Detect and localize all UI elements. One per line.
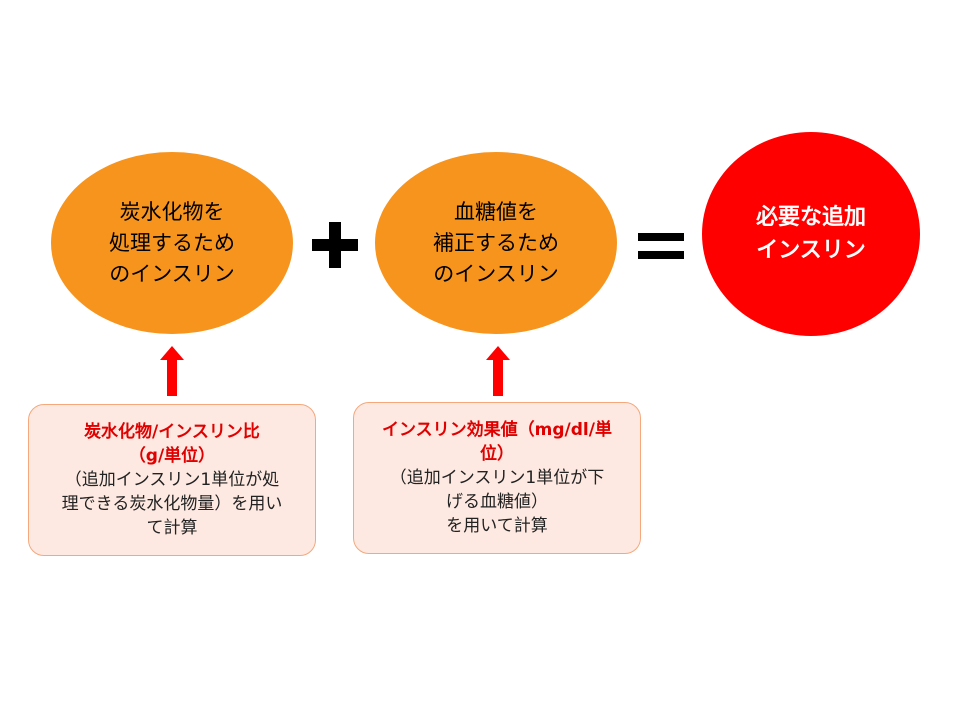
carb-ratio-body: （追加インスリン1単位が処 理できる炭水化物量）を用い て計算	[61, 470, 283, 538]
plus-operator	[312, 222, 358, 268]
sensitivity-body: （追加インスリン1単位が下 げる血糖値） を用いて計算	[389, 468, 605, 536]
carb-insulin-label: 炭水化物を 処理するため のインスリン	[109, 199, 235, 286]
correction-insulin-node: 血糖値を 補正するため のインスリン	[373, 150, 619, 336]
carb-insulin-node: 炭水化物を 処理するため のインスリン	[49, 150, 295, 336]
equals-operator	[638, 233, 684, 259]
sensitivity-title: インスリン効果値（mg/dl/単 位）	[382, 420, 612, 464]
up-arrow-icon	[486, 346, 510, 396]
required-insulin-node: 必要な追加 インスリン	[700, 130, 922, 338]
up-arrow-icon	[160, 346, 184, 396]
carb-ratio-note: 炭水化物/インスリン比 （g/単位） （追加インスリン1単位が処 理できる炭水化…	[28, 404, 316, 556]
carb-ratio-title: 炭水化物/インスリン比 （g/単位）	[84, 422, 260, 466]
sensitivity-note: インスリン効果値（mg/dl/単 位） （追加インスリン1単位が下 げる血糖値）…	[353, 402, 641, 554]
required-insulin-label: 必要な追加 インスリン	[755, 205, 866, 263]
correction-insulin-label: 血糖値を 補正するため のインスリン	[433, 199, 559, 286]
